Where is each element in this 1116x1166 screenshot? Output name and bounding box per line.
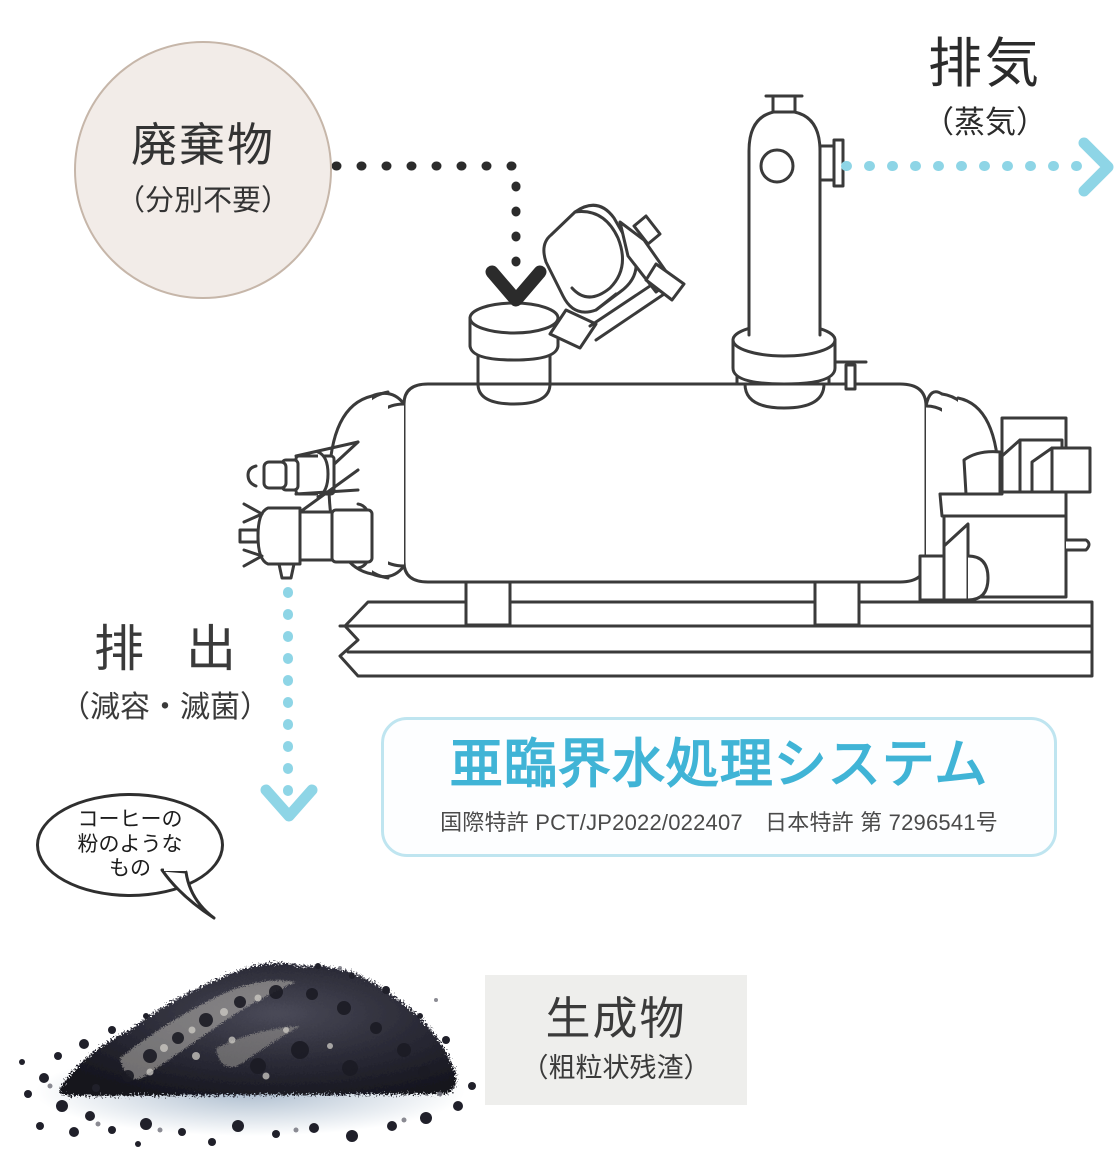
speech-bubble-line-1: コーヒーの: [77, 807, 183, 831]
product-output-label-group: 生成物 （粗粒状残渣）: [485, 975, 747, 1105]
speech-bubble-line-3: もの: [109, 857, 151, 881]
upper-left-nozzle: [246, 440, 360, 499]
discharge-output-label-group: 排 出 （減容・滅菌）: [30, 622, 300, 726]
discharge-output-note: （減容・滅菌）: [60, 691, 270, 724]
system-title-panel: 亜臨界水処理システム 国際特許 PCT/JP2022/022407 日本特許 第…: [381, 717, 1057, 857]
waste-input-note: （分別不要）: [115, 185, 290, 218]
waste-input-label: 廃棄物: [131, 118, 275, 171]
hinged-hatch-lid: [542, 203, 686, 350]
exhaust-output-label: 排気: [928, 34, 1042, 94]
system-patent-numbers: 国際特許 PCT/JP2022/022407 日本特許 第 7296541号: [440, 809, 998, 835]
product-output-note: （粗粒状残渣）: [521, 1053, 711, 1084]
discharge-valve: [238, 468, 374, 580]
residue-speech-bubble: コーヒーの 粉のような もの: [36, 793, 224, 897]
vertical-exhaust-column: [731, 94, 845, 410]
charging-hatch: [468, 301, 560, 406]
speech-bubble-tail-icon: [160, 866, 216, 920]
speech-bubble-line-2: 粉のような: [77, 832, 183, 856]
top-valve-stem: [834, 360, 868, 391]
exhaust-output-note: （蒸気）: [923, 104, 1047, 140]
drive-motor-gearbox: [918, 416, 1092, 602]
waste-input-badge: 廃棄物 （分別不要）: [74, 41, 332, 299]
exhaust-flow-path: [841, 137, 1114, 197]
system-title: 亜臨界水処理システム: [449, 735, 989, 795]
product-output-label: 生成物: [545, 992, 687, 1044]
waste-flow-path: [331, 161, 547, 307]
discharge-output-label: 排 出: [94, 621, 250, 677]
residue-pile-image: [19, 962, 476, 1147]
exhaust-output-label-group: 排気 （蒸気）: [880, 36, 1090, 142]
skid-base: [338, 600, 1094, 678]
discharge-flow-path: [260, 587, 318, 822]
